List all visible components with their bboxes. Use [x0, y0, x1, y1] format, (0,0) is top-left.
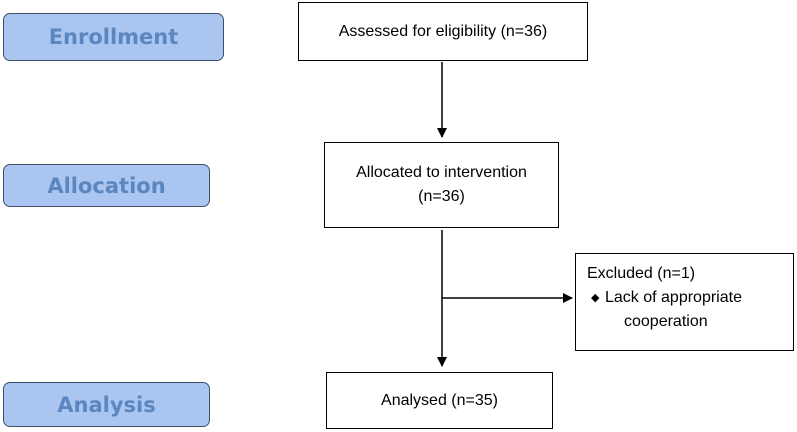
excluded-reason-item: ◆ Lack of appropriate: [587, 286, 793, 310]
excluded-reason-line2: cooperation: [624, 313, 708, 330]
stage-label-analysis: Analysis: [3, 382, 210, 427]
assessed-box: Assessed for eligibility (n=36): [298, 2, 588, 61]
allocated-text-line2: (n=36): [418, 188, 465, 205]
allocated-box: Allocated to intervention (n=36): [324, 142, 559, 228]
assessed-text: Assessed for eligibility (n=36): [338, 22, 548, 40]
diamond-bullet-icon: ◆: [591, 292, 600, 304]
excluded-title: Excluded (n=1): [587, 265, 696, 282]
stage-label-allocation: Allocation: [3, 164, 210, 207]
analysed-text: Analysed (n=35): [381, 391, 498, 409]
excluded-reason-line1: Lack of appropriate: [605, 289, 742, 306]
stage-label-enrollment: Enrollment: [3, 13, 224, 61]
excluded-box: Excluded (n=1) ◆ Lack of appropriate coo…: [575, 253, 794, 351]
analysed-box: Analysed (n=35): [326, 372, 553, 429]
allocated-text-line1: Allocated to intervention: [356, 164, 527, 181]
